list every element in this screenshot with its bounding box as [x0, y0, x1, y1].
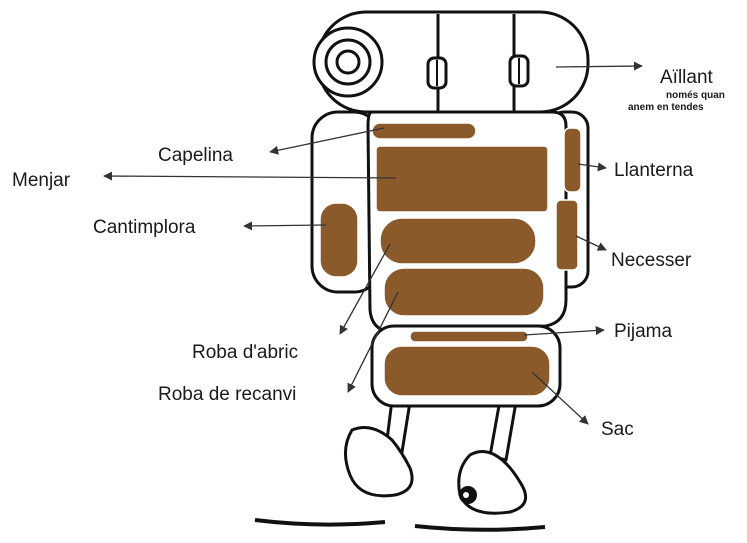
label-roba-abric: Roba d'abric	[192, 342, 298, 363]
label-roba-recanvi: Roba de recanvi	[158, 384, 296, 405]
label-necesser: Necesser	[611, 250, 692, 271]
label-menjar: Menjar	[12, 170, 71, 191]
right-boot	[459, 452, 526, 514]
cantimplora-item	[320, 203, 358, 277]
label-sac: Sac	[601, 419, 634, 440]
label-aillant: Aïllant	[660, 67, 714, 88]
ground-shadow	[255, 520, 545, 530]
roba-recanvi-item	[384, 268, 544, 316]
label-capelina: Capelina	[158, 145, 233, 166]
legs-and-boots	[345, 400, 525, 513]
pijama-item	[410, 331, 528, 342]
sac-item	[384, 346, 550, 396]
label-aillant-note-2: anem en tendes	[628, 102, 704, 113]
label-pijama: Pijama	[614, 321, 673, 342]
label-aillant-note-1: només quan	[666, 90, 725, 101]
capelina-item	[372, 123, 476, 139]
necesser-item	[556, 200, 578, 270]
label-cantimplora: Cantimplora	[93, 217, 196, 238]
sleeping-pad-roll	[314, 12, 588, 112]
llanterna-item	[564, 128, 581, 192]
label-llanterna: Llanterna	[614, 160, 694, 181]
menjar-item	[376, 146, 548, 212]
roba-abric-item	[380, 218, 536, 264]
